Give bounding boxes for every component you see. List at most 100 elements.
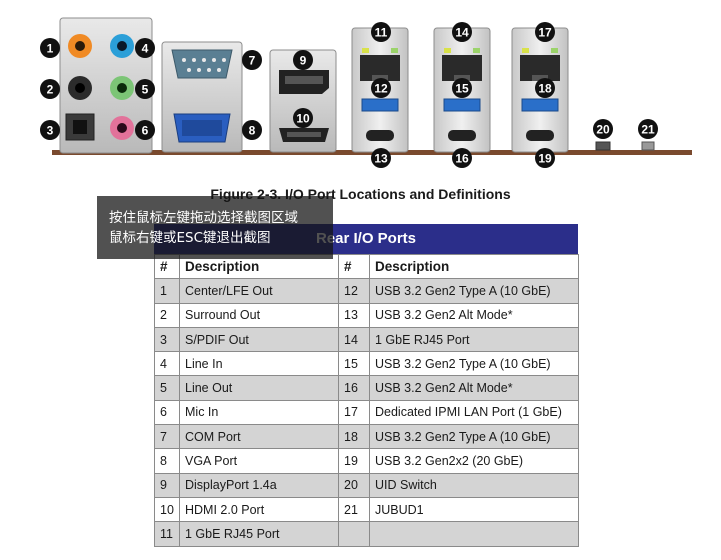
port-number-left: 8 — [154, 448, 180, 474]
port-description-left: COM Port — [179, 424, 339, 450]
callout-8: 8 — [242, 120, 262, 140]
svg-text:4: 4 — [142, 42, 149, 56]
line-in-jack — [110, 34, 134, 58]
port-description-right: USB 3.2 Gen2 Alt Mode* — [369, 302, 579, 328]
uid-switch — [595, 141, 611, 151]
svg-text:12: 12 — [374, 82, 388, 96]
center-lfe-jack — [68, 34, 92, 58]
port-number-left: 4 — [154, 351, 180, 377]
port-description-right: USB 3.2 Gen2 Alt Mode* — [369, 375, 579, 401]
port-description-right: 1 GbE RJ45 Port — [369, 326, 579, 353]
rear-io-ports-table: Rear I/O Ports # Description # Descripti… — [154, 224, 579, 547]
audio-jack-stack — [59, 17, 153, 154]
port-description-left: HDMI 2.0 Port — [179, 496, 339, 523]
port-description-left: 1 GbE RJ45 Port — [179, 521, 339, 547]
port-description-left: Surround Out — [179, 302, 339, 328]
callout-13: 13 — [371, 148, 391, 168]
port-description-left: S/PDIF Out — [179, 326, 339, 353]
callout-16: 16 — [452, 148, 472, 168]
port-number-right: 15 — [338, 351, 370, 377]
overlay-hint-line-2: 鼠标右键或ESC键退出截图 — [109, 230, 271, 246]
svg-text:8: 8 — [249, 124, 256, 138]
usb-a-port-18 — [521, 98, 559, 112]
svg-text:9: 9 — [300, 54, 307, 68]
svg-text:18: 18 — [538, 82, 552, 96]
svg-text:17: 17 — [538, 26, 552, 40]
callout-5: 5 — [135, 79, 155, 99]
callout-6: 6 — [135, 120, 155, 140]
port-description-left: Mic In — [179, 399, 339, 426]
svg-text:15: 15 — [455, 82, 469, 96]
svg-text:1: 1 — [47, 42, 54, 56]
port-description-right: UID Switch — [369, 472, 579, 498]
svg-text:13: 13 — [374, 152, 388, 166]
svg-text:2: 2 — [47, 83, 54, 97]
port-number-left: 7 — [154, 424, 180, 450]
hdmi-port — [279, 128, 329, 142]
port-number-right: 21 — [338, 496, 370, 523]
usb-c-port-13 — [366, 130, 394, 141]
callout-3: 3 — [40, 120, 60, 140]
svg-text:14: 14 — [455, 26, 469, 40]
callout-7: 7 — [242, 50, 262, 70]
callout-15: 15 — [452, 78, 472, 98]
port-description-right: USB 3.2 Gen2 Type A (10 GbE) — [369, 278, 579, 304]
callout-10: 10 — [293, 108, 313, 128]
callout-4: 4 — [135, 38, 155, 58]
port-number-left: 2 — [154, 302, 180, 328]
callout-1: 1 — [40, 38, 60, 58]
port-description-right — [369, 521, 579, 547]
port-description-left: Center/LFE Out — [179, 278, 339, 304]
callout-9: 9 — [293, 50, 313, 70]
callout-12: 12 — [371, 78, 391, 98]
port-number-left: 5 — [154, 375, 180, 401]
port-number-right: 16 — [338, 375, 370, 401]
port-number-left: 9 — [154, 472, 180, 498]
mic-in-jack — [110, 116, 134, 140]
port-description-right: USB 3.2 Gen2 Type A (10 GbE) — [369, 351, 579, 377]
displayport — [279, 70, 329, 94]
svg-text:11: 11 — [375, 26, 388, 40]
svg-text:19: 19 — [538, 152, 552, 166]
port-number-left: 6 — [154, 399, 180, 426]
com-port — [171, 49, 233, 79]
port-number-right: 14 — [338, 326, 370, 353]
usb-c-port-19 — [526, 130, 554, 141]
port-number-left: 3 — [154, 326, 180, 353]
port-number-right: 19 — [338, 448, 370, 474]
svg-text:20: 20 — [596, 123, 610, 137]
usb-c-port-16 — [448, 130, 476, 141]
svg-text:10: 10 — [296, 112, 310, 126]
port-description-right: JUBUD1 — [369, 496, 579, 523]
port-description-left: Line Out — [179, 375, 339, 401]
dp-hdmi-stack — [269, 49, 337, 153]
ipmi-rj45-port — [520, 48, 560, 81]
port-number-right: 18 — [338, 424, 370, 450]
callout-21: 21 — [638, 119, 658, 139]
svg-text:6: 6 — [142, 124, 149, 138]
callout-14: 14 — [452, 22, 472, 42]
callout-18: 18 — [535, 78, 555, 98]
svg-text:5: 5 — [142, 83, 149, 97]
screenshot-tool-hint-overlay: 按住鼠标左键拖动选择截图区域 鼠标右键或ESC键退出截图 — [97, 196, 333, 259]
port-number-right: 12 — [338, 278, 370, 304]
column-header-number-right: # — [338, 253, 370, 280]
port-description-left: VGA Port — [179, 448, 339, 474]
callout-11: 11 — [371, 22, 391, 42]
svg-text:16: 16 — [455, 152, 469, 166]
port-number-right: 17 — [338, 399, 370, 426]
callout-20: 20 — [593, 119, 613, 139]
callout-2: 2 — [40, 79, 60, 99]
port-description-left: Line In — [179, 351, 339, 377]
vga-port — [173, 113, 231, 143]
svg-text:3: 3 — [47, 124, 54, 138]
port-description-right: Dedicated IPMI LAN Port (1 GbE) — [369, 399, 579, 426]
